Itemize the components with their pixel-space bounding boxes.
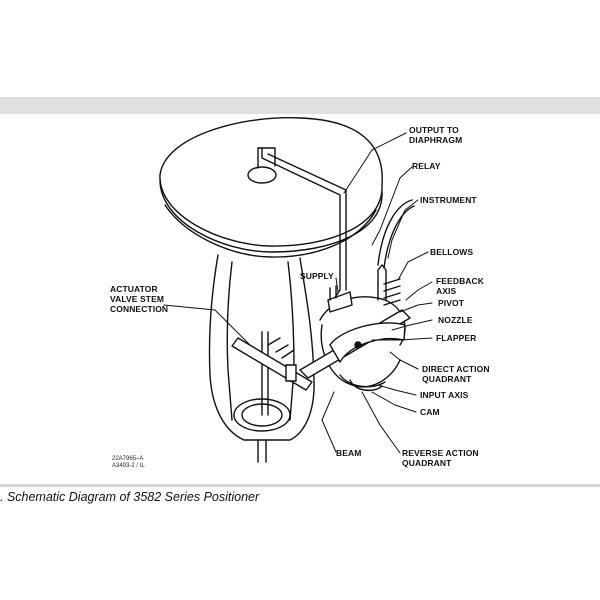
label-feedback-axis: FEEDBACK AXIS <box>436 276 485 296</box>
label-actuator-valve-stem-connection: ACTUATOR VALVE STEM CONNECTION <box>110 284 169 314</box>
label-relay: RELAY <box>412 161 441 171</box>
diaphragm-case <box>159 117 383 258</box>
label-bellows: BELLOWS <box>430 247 474 257</box>
drawing-code: 22A7965–A A3493-2 / IL <box>112 456 145 469</box>
bellows <box>377 199 415 306</box>
stem-linkage <box>231 331 313 416</box>
positioner-schematic <box>159 117 433 463</box>
bottom-band <box>0 484 600 487</box>
leader-lines <box>163 132 433 454</box>
top-band <box>0 97 600 114</box>
label-reverse-action-quadrant: REVERSE ACTION QUADRANT <box>402 448 479 468</box>
label-instrument: INSTRUMENT <box>420 195 477 205</box>
label-cam: CAM <box>420 407 440 417</box>
label-pivot: PIVOT <box>438 298 465 308</box>
label-input-axis: INPUT AXIS <box>420 390 469 400</box>
label-nozzle: NOZZLE <box>438 315 473 325</box>
label-output-to-diaphragm: OUTPUT TO DIAPHRAGM <box>409 125 463 145</box>
label-supply: SUPPLY <box>300 271 334 281</box>
label-direct-action-quadrant: DIRECT ACTION QUADRANT <box>422 364 490 384</box>
label-beam: BEAM <box>336 448 362 458</box>
figure-caption: . Schematic Diagram of 3582 Series Posit… <box>0 490 260 504</box>
beam-quadrants <box>299 309 411 392</box>
label-flapper: FLAPPER <box>436 333 477 343</box>
